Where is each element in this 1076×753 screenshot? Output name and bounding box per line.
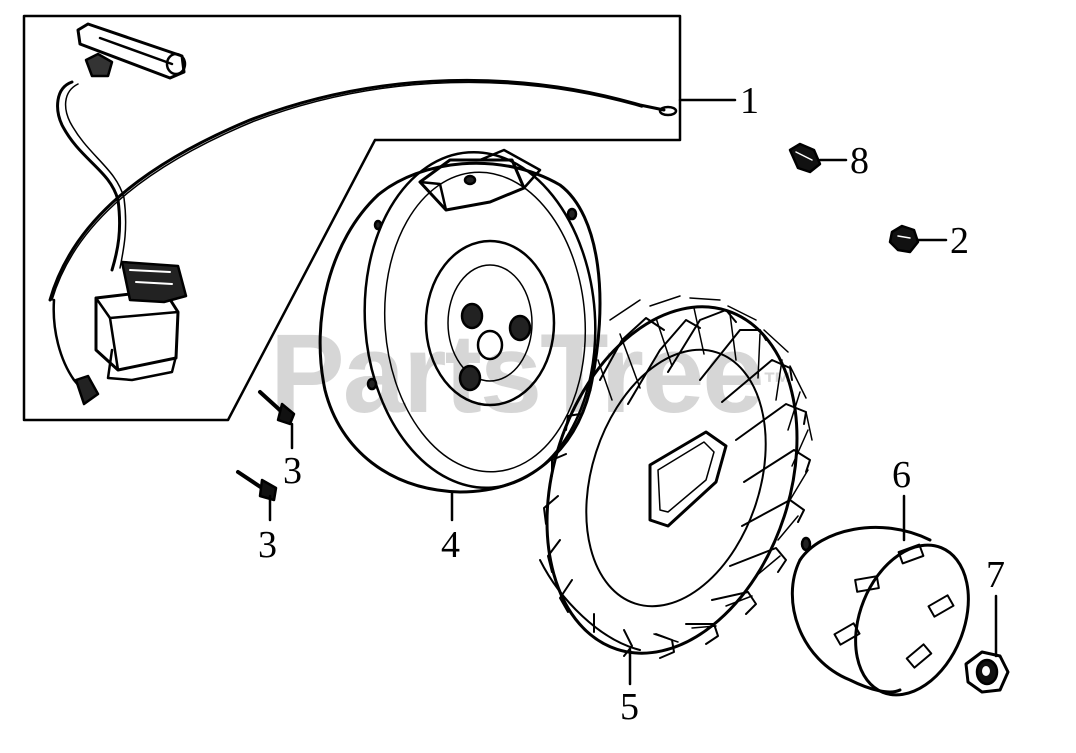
callout-5: 5 [620,686,639,728]
callout-2: 2 [950,220,969,262]
ignition-coil-group-bracket [22,14,682,422]
callout-4: 4 [441,524,460,566]
callout-3-lower: 3 [258,524,277,566]
flywheel [318,148,602,494]
callout-1: 1 [740,80,759,122]
leader-lines [268,98,998,686]
callout-8: 8 [850,140,869,182]
callout-7: 7 [986,554,1005,596]
bolt-lower [236,470,278,502]
ignition-coil-assembly [48,22,678,406]
clip-8 [788,142,822,174]
callout-3-upper: 3 [283,450,302,492]
cooling-fan [539,295,813,659]
starter-cup [790,525,970,697]
nut-2 [888,224,920,254]
bolt-upper [258,390,296,426]
callout-6: 6 [892,454,911,496]
flywheel-nut [964,650,1010,694]
